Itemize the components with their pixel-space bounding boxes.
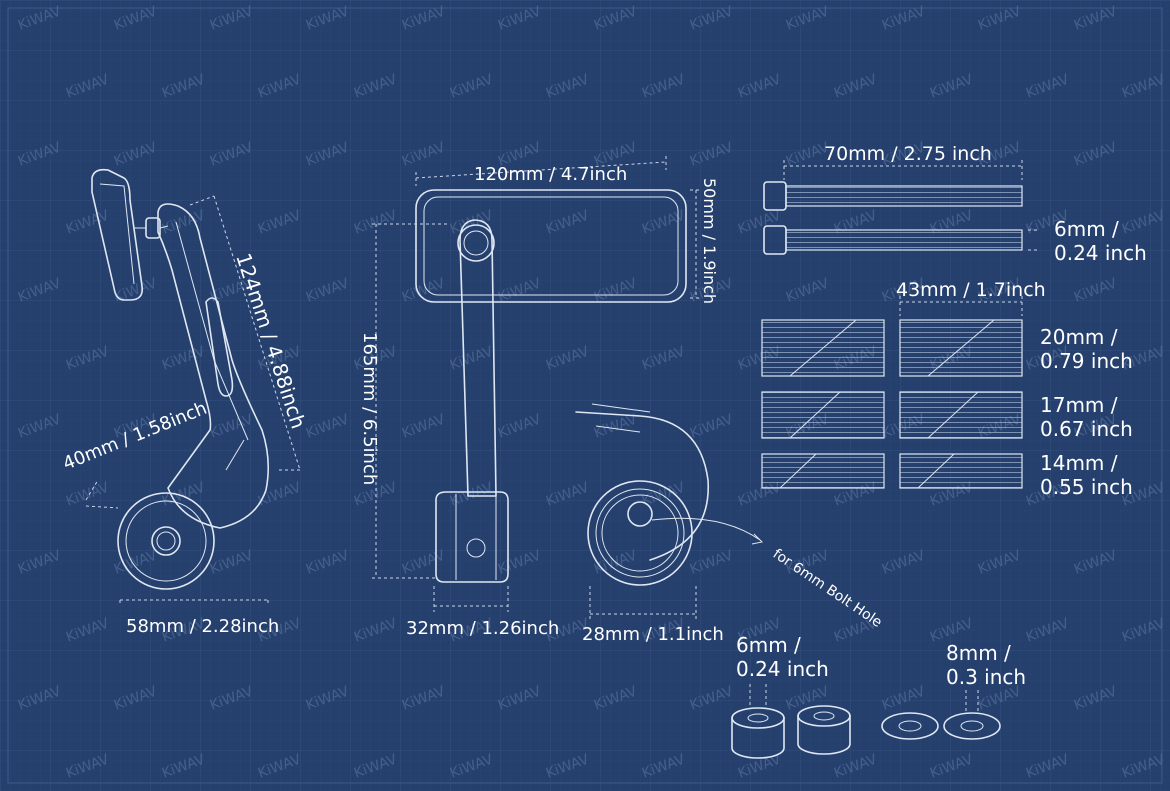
- front-arm-dim: [372, 223, 448, 579]
- washer-2-hole: [960, 720, 984, 732]
- front-height-dim: [690, 189, 700, 299]
- spacers: [731, 684, 1001, 759]
- side-width-dim: [85, 505, 269, 606]
- pad-20-right-diag: [927, 319, 995, 377]
- bolt-length-dim: [783, 160, 1023, 180]
- side-width-label: 58mm / 2.28inch: [126, 616, 279, 637]
- side-mirror-edge: [99, 183, 135, 285]
- pad-14-left: [761, 453, 885, 489]
- clamp-outer-ring: [587, 480, 693, 586]
- front-clamp-label: 32mm / 1.26inch: [406, 618, 559, 639]
- pad-17-right: [899, 391, 1023, 439]
- side-arm-slot-lower: [225, 439, 245, 471]
- ball-joint-stem: [134, 225, 169, 229]
- front-width-dim: [415, 156, 667, 186]
- bolt-2-shaft: [785, 229, 1023, 251]
- clamp-diameter-label: 28mm / 1.1inch: [582, 624, 724, 645]
- spacer-1-body: [731, 717, 785, 759]
- pad-width-dim: [899, 296, 1023, 316]
- front-clamp-hole: [466, 538, 486, 558]
- bolt-diameter-dim: [1028, 229, 1040, 251]
- spacer-label: 6mm /0.24 inch: [736, 633, 829, 681]
- washer-1: [881, 712, 939, 740]
- side-clamp-rim: [125, 500, 207, 582]
- pad-17-right-diag: [927, 391, 979, 439]
- clamp-mid-ring: [595, 488, 685, 578]
- side-view: [85, 168, 301, 606]
- clamp-view: [575, 403, 764, 620]
- bolts: [763, 160, 1040, 255]
- pads: [761, 296, 1023, 489]
- pad-17-left: [761, 391, 885, 439]
- spacer-2-hole: [813, 711, 835, 721]
- side-arm-ridge: [175, 221, 249, 441]
- washer-1-hole: [898, 720, 922, 732]
- spacer-1-hole: [747, 713, 769, 723]
- front-arm-label: 165mm / 6.5inch: [359, 332, 380, 485]
- pad-width-label: 43mm / 1.7inch: [896, 279, 1046, 301]
- front-arm: [459, 219, 497, 497]
- front-width-label: 120mm / 4.7inch: [474, 164, 627, 185]
- spacer-1-top: [731, 707, 785, 729]
- bolt-hole-arrow: [751, 533, 764, 545]
- side-arm-slot: [205, 297, 234, 397]
- pad-14-right-diag: [917, 453, 955, 489]
- side-arm: [157, 203, 270, 529]
- side-depth-dim: [85, 479, 99, 501]
- bolt-hole-leader: [651, 517, 761, 541]
- side-mirror-head: [91, 168, 144, 301]
- pad-14-right: [899, 453, 1023, 489]
- front-clamp: [435, 491, 509, 583]
- pad-20-left-diag: [789, 319, 857, 377]
- washer-label: 8mm /0.3 inch: [946, 641, 1026, 689]
- front-view: [372, 156, 700, 612]
- side-height-dim: [189, 195, 301, 471]
- front-height-label: 50mm / 1.9inch: [700, 178, 719, 304]
- pad-17-left-diag: [789, 391, 841, 439]
- front-mirror-glass: [423, 196, 679, 296]
- washer-2: [943, 712, 1001, 740]
- clamp-inner-ring: [601, 494, 679, 572]
- clamp-bolt-hole: [627, 501, 653, 527]
- front-joint-outer: [457, 224, 495, 262]
- bolt-1-shaft: [785, 185, 1023, 207]
- clamp-body-lines: [591, 403, 651, 433]
- spacer-2-body: [797, 715, 851, 755]
- front-clamp-dim: [433, 586, 509, 612]
- bolt-length-label: 70mm / 2.75 inch: [824, 143, 992, 165]
- side-clamp-hole: [151, 526, 181, 556]
- front-joint-inner: [463, 230, 489, 256]
- pad-14-label: 14mm /0.55 inch: [1040, 451, 1133, 499]
- side-clamp-hole-inner: [156, 531, 176, 551]
- pad-14-left-diag: [779, 453, 817, 489]
- frame-border: [7, 7, 1163, 784]
- side-clamp-outer: [117, 492, 215, 590]
- front-clamp-lines: [455, 494, 497, 580]
- spacer-dim: [749, 684, 767, 706]
- clamp-width-dim: [589, 586, 697, 620]
- spacer-2-top: [797, 705, 851, 727]
- front-mirror: [415, 189, 687, 303]
- pad-20-label: 20mm /0.79 inch: [1040, 325, 1133, 373]
- pad-17-label: 17mm /0.67 inch: [1040, 393, 1133, 441]
- washer-dim: [965, 690, 979, 712]
- bolt-diameter-label: 6mm /0.24 inch: [1054, 217, 1147, 265]
